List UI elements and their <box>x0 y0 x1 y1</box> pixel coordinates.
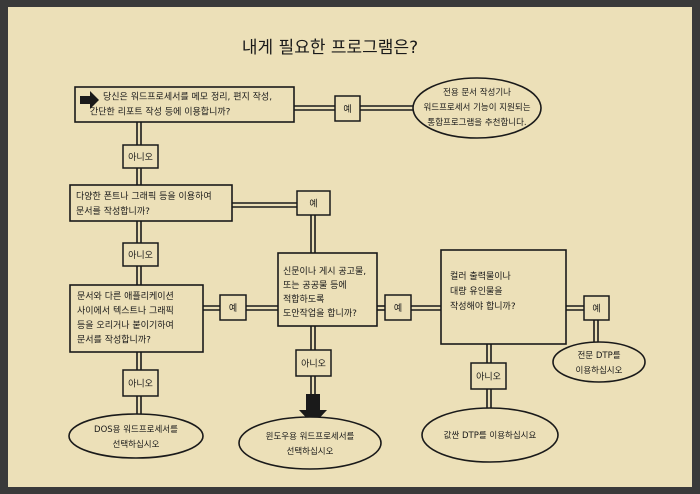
yes-label-box <box>334 95 361 122</box>
result-oval-4 <box>421 407 559 463</box>
yes-label: 예 <box>343 104 351 115</box>
question-box-4 <box>277 252 378 327</box>
no-label: 아니오 <box>301 359 326 370</box>
q3-line-4: 문서를 작성합니까? <box>77 335 151 346</box>
q5-line-3: 작성해야 합니까? <box>450 301 516 312</box>
no-label: 아니오 <box>128 152 153 163</box>
result-oval-1 <box>412 77 542 139</box>
result-oval-5 <box>552 341 646 383</box>
q4-line-4: 도안작업을 합니까? <box>283 308 357 319</box>
question-box-5 <box>440 249 567 345</box>
result-oval-3 <box>238 416 382 470</box>
r3-line-1: 윈도우용 워드프로세서를 <box>266 432 355 442</box>
no-label: 아니오 <box>128 250 153 261</box>
no-label-box <box>122 369 159 397</box>
r4-line-1: 값싼 DTP를 이용하십시요 <box>444 430 537 441</box>
no-label: 아니오 <box>128 379 153 390</box>
r1-line-2: 워드프로세서 기능이 지원되는 <box>423 102 530 113</box>
no-label-box <box>122 144 159 169</box>
q3-line-3: 등을 오리거나 붙이기하여 <box>77 319 174 331</box>
q4-line-1: 신문이나 게시 공고물, <box>283 266 366 277</box>
no-label-box <box>122 242 159 267</box>
q5-line-1: 컬러 출력물이나 <box>450 270 511 282</box>
yes-label: 예 <box>394 303 402 314</box>
result-oval-2 <box>68 413 204 459</box>
yes-label-box <box>384 294 412 321</box>
yes-label-box <box>219 294 247 321</box>
no-label: 아니오 <box>476 372 501 383</box>
q4-line-2: 또는 공공물 등에 <box>283 280 347 291</box>
yes-label-box <box>583 295 610 321</box>
q2-line-1: 다양한 폰트나 그래픽 등을 이용하여 <box>76 190 212 202</box>
yes-label: 예 <box>229 303 237 314</box>
r1-line-1: 전용 문서 작성기나 <box>443 87 511 98</box>
q2-line-2: 문서를 작성합니까? <box>76 206 150 217</box>
yes-label: 예 <box>309 199 317 210</box>
q1-line-1: 당신은 워드프로세서를 메모 정리, 편지 작성, <box>103 91 272 103</box>
start-arrow-icon <box>80 91 99 109</box>
r5-line-1: 전문 DTP를 <box>577 350 620 361</box>
r2-line-1: DOS용 워드프로세서를 <box>94 425 178 435</box>
r3-line-2: 선택하십시오 <box>287 446 334 457</box>
q3-line-1: 문서와 다른 애플리케이션 <box>77 290 174 302</box>
r2-line-2: 선택하십시오 <box>113 439 160 450</box>
page-title: 내게 필요한 프로그램은? <box>242 38 418 58</box>
question-box-2 <box>69 184 233 222</box>
q5-line-2: 대량 유인물을 <box>450 285 503 297</box>
q4-line-3: 적합하도록 <box>283 293 324 305</box>
question-box-3 <box>69 284 204 353</box>
q1-line-2: 간단한 리포트 작성 등에 이용합니까? <box>90 107 231 118</box>
no-label-box <box>295 349 332 377</box>
r1-line-3: 통합프로그램을 추천합니다. <box>427 117 526 128</box>
r5-line-2: 이용하십시오 <box>576 365 623 376</box>
yes-label: 예 <box>592 304 600 315</box>
no-label-box <box>470 362 507 390</box>
question-box-1 <box>74 86 295 123</box>
q3-line-2: 사이에서 텍스트나 그래픽 <box>77 306 174 317</box>
yes-label-box <box>296 190 331 216</box>
